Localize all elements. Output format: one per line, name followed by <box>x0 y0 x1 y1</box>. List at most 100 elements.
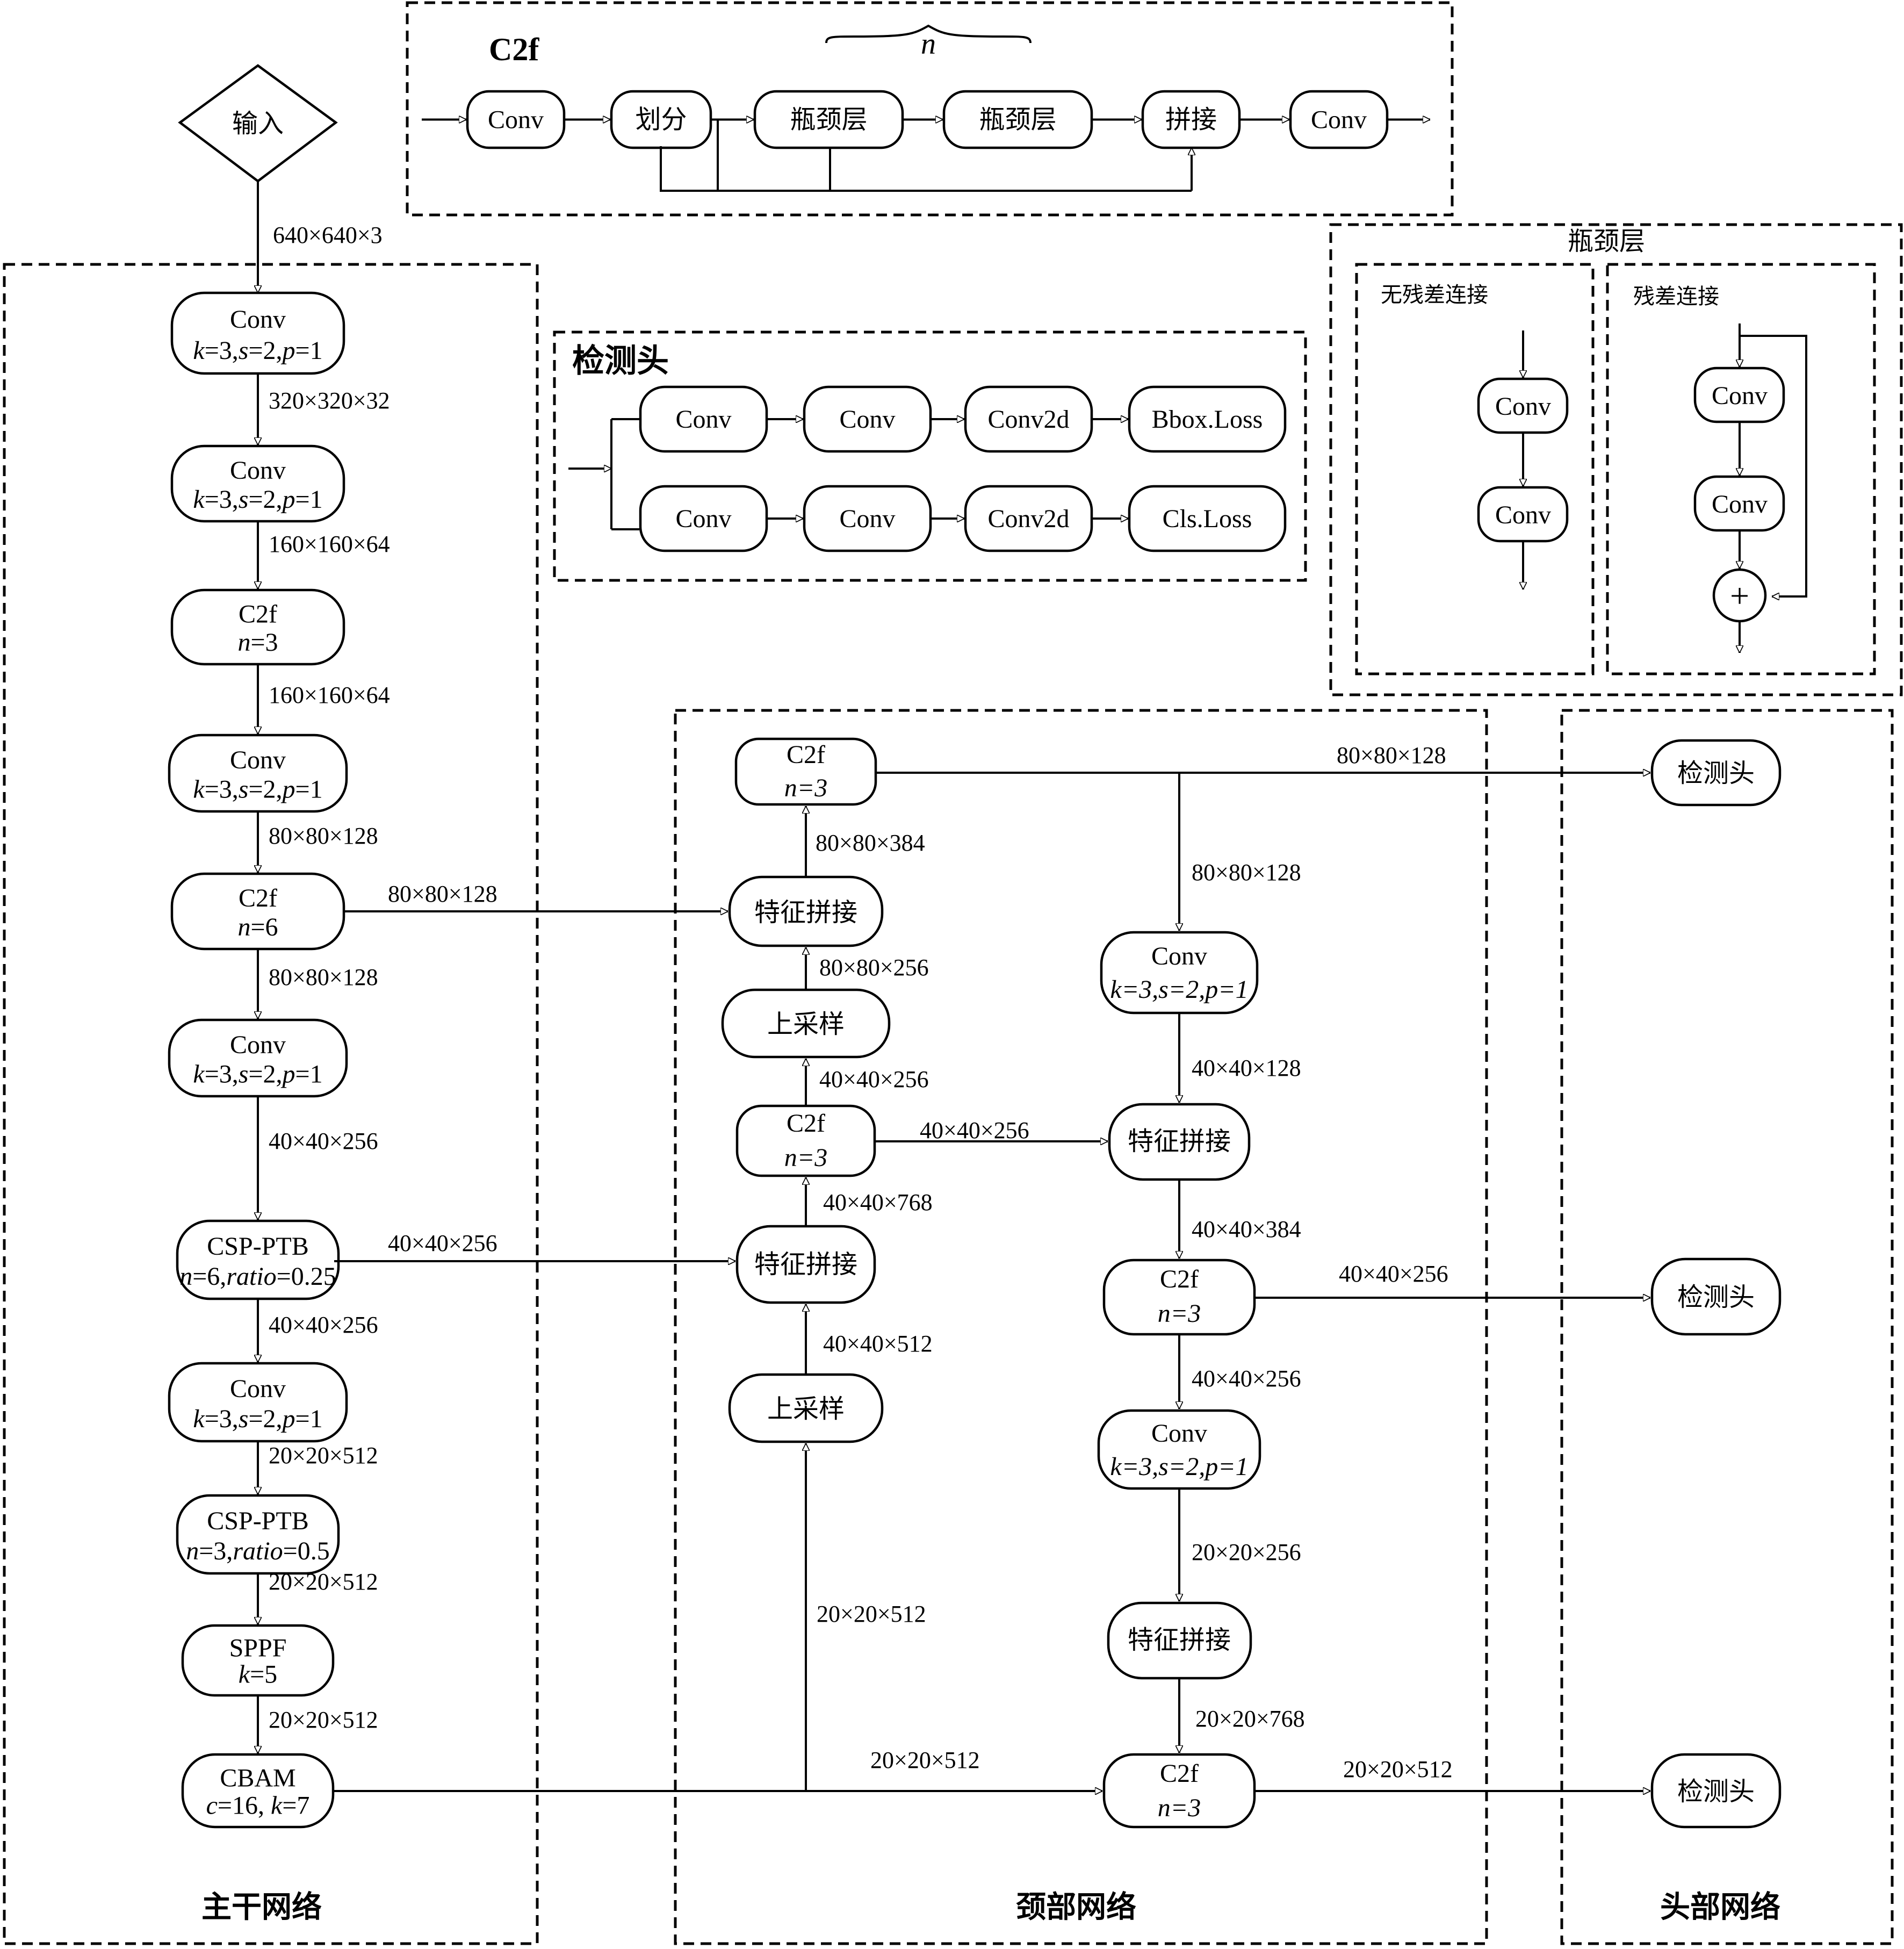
neck-c2f-2-l1: C2f <box>1160 1759 1199 1788</box>
dim-cbam-up: 20×20×512 <box>817 1601 926 1627</box>
dim-concat2-out: 40×40×768 <box>823 1189 933 1216</box>
residual-frame <box>1606 263 1876 675</box>
no-residual-label: 无残差连接 <box>1381 283 1488 307</box>
neck-upsample-1-label: 上采样 <box>767 1009 845 1039</box>
dim-head-1: 80×80×128 <box>1337 742 1446 768</box>
detect-head-2-label: 检测头 <box>1677 1282 1755 1312</box>
backbone-node-6-l2: k=3,s=2,p=1 <box>193 1060 322 1088</box>
dim-up1-out: 80×80×256 <box>819 954 929 981</box>
res-skip-line <box>1740 335 1807 596</box>
c2f-module-row: Conv 划分 瓶颈层 瓶颈层 拼接 Conv <box>422 90 1430 149</box>
dim-bb-csp-to-concat: 40×40×256 <box>388 1230 497 1256</box>
backbone-node-1-l1: Conv <box>230 305 286 334</box>
res-conv-2-label: Conv <box>1712 490 1768 519</box>
neck-c2f-top-l1: C2f <box>787 740 825 769</box>
backbone-node-11-l2: c=16, k=7 <box>206 1792 310 1820</box>
detect-row1-node-1-label: Conv <box>675 405 731 434</box>
backbone-frame <box>3 263 539 1945</box>
backbone-dim-7: 40×40×256 <box>269 1312 378 1338</box>
backbone-stack: Convk=3,s=2,p=1320×320×32Convk=3,s=2,p=1… <box>168 291 390 1829</box>
neck-c2f-1-l1: C2f <box>1160 1265 1199 1293</box>
backbone-node-10-l1: SPPF <box>229 1634 287 1662</box>
c2f-node-3-label: 瓶颈层 <box>790 105 867 135</box>
head-frame <box>1560 709 1894 1945</box>
detect-row2-node-1-label: Conv <box>675 505 731 533</box>
c2f-module-title: C2f <box>489 32 539 67</box>
backbone-node-10-l2: k=5 <box>239 1660 277 1689</box>
head-title: 头部网络 <box>1660 1890 1780 1925</box>
backbone-dim-2: 160×160×64 <box>269 531 390 557</box>
dim-up2-out: 40×40×512 <box>823 1331 933 1357</box>
dim-c2fmid-out: 40×40×256 <box>819 1066 929 1092</box>
neck-concat-2-label: 特征拼接 <box>754 1249 857 1279</box>
detect-head-2 <box>1650 1257 1782 1336</box>
backbone-node-7-l2: n=6,ratio=0.25 <box>179 1262 336 1291</box>
c2f-module-frame <box>406 1 1454 217</box>
detect-row2-node-4-label: Cls.Loss <box>1163 505 1252 533</box>
dim-to-conv1: 80×80×128 <box>1192 859 1301 886</box>
neck-conv-2-l1: Conv <box>1151 1419 1207 1448</box>
backbone-node-9-l1: CSP-PTB <box>207 1507 308 1535</box>
dim-conv1-out: 40×40×128 <box>1192 1055 1301 1081</box>
no-residual-frame <box>1355 263 1595 675</box>
backbone-node-7-l1: CSP-PTB <box>207 1232 308 1261</box>
neck-c2f-mid-l2: n=3 <box>784 1143 827 1172</box>
res-conv-1-label: Conv <box>1712 382 1768 410</box>
detect-module-title: 检测头 <box>572 342 669 380</box>
backbone-node-8-l2: k=3,s=2,p=1 <box>193 1405 322 1433</box>
c2f-node-6-label: Conv <box>1311 106 1367 134</box>
nr-conv-1-label: Conv <box>1495 392 1551 421</box>
detect-row2-node-2-label: Conv <box>839 505 895 533</box>
backbone-node-5-l1: C2f <box>239 884 277 912</box>
neck-conv-1-l2: k=3,s=2,p=1 <box>1110 975 1248 1004</box>
backbone-node-5-l2: n=6 <box>237 913 278 941</box>
dim-head-2: 40×40×256 <box>1339 1261 1448 1287</box>
backbone-node-3-l2: n=3 <box>237 628 278 657</box>
dim-cbam-to-c2f: 20×20×512 <box>870 1747 980 1773</box>
c2f-n-brace <box>825 24 1032 44</box>
bottleneck-module-frame <box>1329 223 1903 696</box>
detect-row1-node-4 <box>1128 385 1287 453</box>
detect-row1-node-4-label: Bbox.Loss <box>1152 405 1263 434</box>
backbone-title: 主干网络 <box>201 1890 322 1925</box>
backbone-node-4-l2: k=3,s=2,p=1 <box>193 775 322 803</box>
backbone-node-1-l2: k=3,s=2,p=1 <box>193 336 322 365</box>
neck-c2f-mid-l1: C2f <box>787 1109 825 1138</box>
c2f-node-1-label: Conv <box>488 106 544 134</box>
res-add-symbol: + <box>1730 577 1749 615</box>
neck-concat-4-label: 特征拼接 <box>1128 1625 1231 1655</box>
nr-conv-2-label: Conv <box>1495 501 1551 529</box>
c2f-node-4-label: 瓶颈层 <box>979 105 1056 135</box>
backbone-dim-1: 320×320×32 <box>269 387 390 414</box>
detect-head-1 <box>1650 739 1782 807</box>
neck-frame <box>674 709 1488 1945</box>
residual-label: 残差连接 <box>1633 284 1719 309</box>
detect-head-3 <box>1650 1753 1782 1829</box>
backbone-dim-8: 20×20×512 <box>269 1442 378 1469</box>
detect-head-1-label: 检测头 <box>1677 758 1755 788</box>
neck-concat-3-label: 特征拼接 <box>1128 1126 1231 1156</box>
neck-c2f-2-l2: n=3 <box>1158 1794 1201 1822</box>
backbone-node-11-l1: CBAM <box>220 1764 295 1792</box>
detect-module-frame <box>553 330 1307 582</box>
detect-row2-node-4 <box>1128 485 1287 552</box>
detect-row1-node-3-label: Conv2d <box>987 405 1069 434</box>
backbone-dim-9: 20×20×512 <box>269 1569 378 1595</box>
backbone-node-9-l2: n=3,ratio=0.5 <box>186 1537 330 1565</box>
detect-head-3-label: 检测头 <box>1677 1777 1755 1807</box>
input-dim: 640×640×3 <box>273 222 383 248</box>
dim-head-3: 20×20×512 <box>1343 1756 1453 1782</box>
dim-c2f1-out: 40×40×256 <box>1192 1365 1301 1392</box>
backbone-node-4-l1: Conv <box>230 746 286 774</box>
backbone-node-6-l1: Conv <box>230 1031 286 1059</box>
c2f-node-2-label: 划分 <box>635 105 687 135</box>
backbone-node-8-l1: Conv <box>230 1375 286 1403</box>
neck-c2f-top-l2: n=3 <box>784 774 827 802</box>
neck-c2f-1-l2: n=3 <box>1158 1299 1201 1328</box>
backbone-dim-4: 80×80×128 <box>269 823 378 849</box>
c2f-node-5-label: 拼接 <box>1165 105 1217 135</box>
neck-conv-2-l2: k=3,s=2,p=1 <box>1110 1452 1248 1481</box>
